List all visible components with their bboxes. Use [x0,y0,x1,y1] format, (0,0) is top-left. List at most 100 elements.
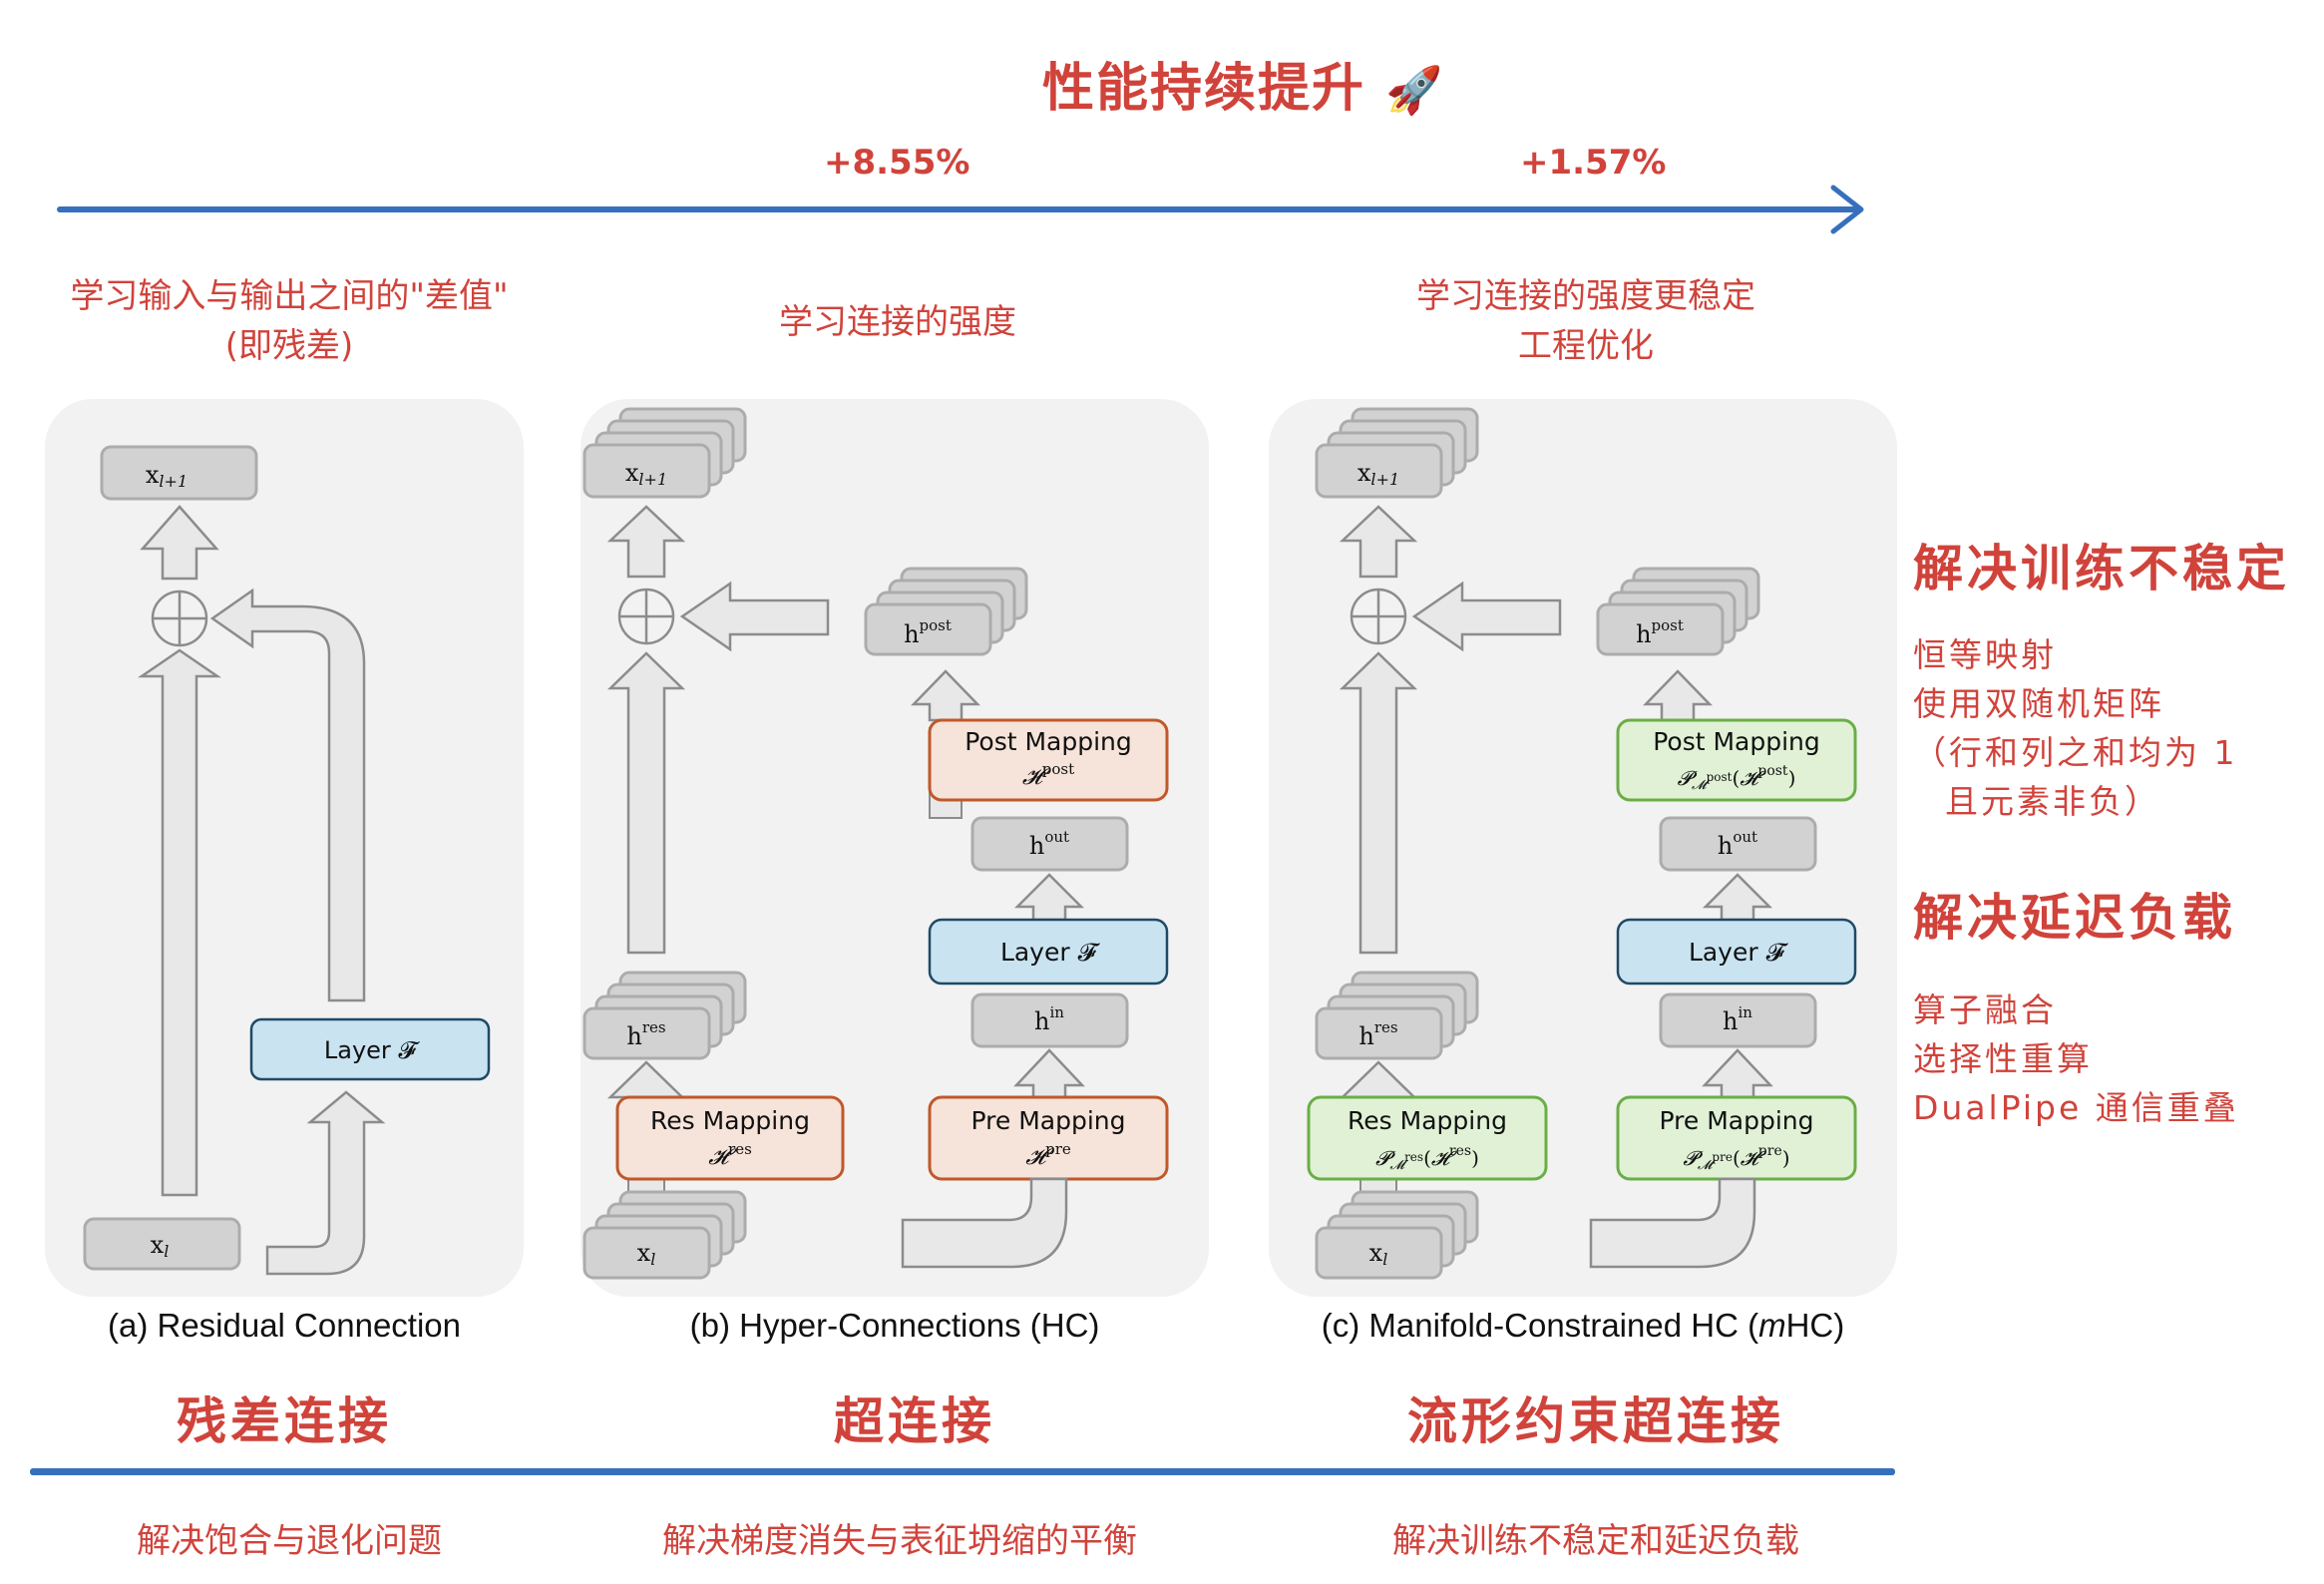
caption-hyper-connections: (b) Hyper-Connections (HC) [689,1307,1100,1344]
node-x-next-stack: xl+1 [582,407,747,499]
column-b-header: 学习连接的强度 [638,297,1157,347]
arrow-up-icon [1339,505,1418,579]
caption-residual: (a) Residual Connection [107,1307,462,1344]
svg-text:xl+1: xl+1 [1357,459,1399,489]
node-h-out: hout [970,816,1129,872]
identity-arrow-icon [137,648,222,1197]
layer-input-arrow-icon [265,1090,386,1276]
svg-text:xl: xl [637,1239,656,1269]
arrow-head-icon [1830,185,1864,234]
svg-text:𝓟𝓜res(𝓗res): 𝓟𝓜res(𝓗res) [1375,1143,1479,1173]
svg-text:Res Mapping: Res Mapping [1348,1106,1507,1135]
performance-title: 性能持续提升 🚀 [1042,46,1444,121]
svg-text:𝓗post: 𝓗post [1022,760,1074,790]
svg-text:hin: hin [1723,1003,1752,1035]
arrow-up-icon [1643,669,1713,722]
bottom-divider [30,1468,1895,1475]
svg-text:𝓟𝓜pre(𝓗pre): 𝓟𝓜pre(𝓗pre) [1683,1143,1789,1173]
side-list-stability: 恒等映射 使用双随机矩阵 （行和列之和均为 1 且元素非负） [1913,630,2322,826]
layer-box: Layer 𝓕 [928,918,1169,986]
svg-text:hpost: hpost [1636,616,1684,648]
side-heading-stability: 解决训练不稳定 [1913,540,2290,597]
pre-mapping-box: Pre Mapping 𝓟𝓜pre(𝓗pre) [1616,1095,1857,1181]
name-hyper-connections: 超连接 [834,1392,995,1450]
side-item: 恒等映射 [1913,635,2057,674]
rocket-icon: 🚀 [1385,63,1445,117]
svg-text:Post Mapping: Post Mapping [1653,727,1820,756]
arrow-left-icon [1411,581,1562,652]
node-h-in: hin [970,992,1129,1048]
svg-text:Layer 𝓕: Layer 𝓕 [324,1036,421,1064]
node-h-res-stack: hres [582,971,747,1060]
identity-arrow-icon [1339,651,1418,955]
layer-box: Layer 𝓕 [1616,918,1857,986]
identity-arrow-icon [606,651,686,955]
arrow-left-icon [679,581,830,652]
node-x-current-stack: xl [582,1190,747,1280]
svg-text:Pre Mapping: Pre Mapping [1660,1106,1814,1135]
sum-operator-icon [1350,588,1407,645]
node-h-post-stack: hpost [1596,567,1760,656]
column-c-header-line: 学习连接的强度更稳定 [1416,276,1755,316]
panel-residual [45,399,524,1297]
pre-input-arrow-icon [901,1177,1068,1269]
desc-residual: 解决饱合与退化问题 [137,1521,442,1561]
arrow-up-icon [1702,1048,1773,1099]
arrow-up-icon [1013,1048,1085,1099]
svg-text:Post Mapping: Post Mapping [965,727,1132,756]
caption-mhc: (c) Manifold-Constrained HC (mHC) [1269,1307,1897,1345]
side-item: （行和列之和均为 1 [1913,733,2238,772]
svg-text:hpost: hpost [904,616,952,648]
column-c-header-line: 工程优化 [1518,326,1654,366]
title-text: 性能持续提升 [1042,59,1366,119]
column-b-header-line: 学习连接的强度 [779,302,1016,342]
node-h-in: hin [1659,992,1817,1048]
arrow-up-icon [1702,873,1773,922]
side-item: DualPipe 通信重叠 [1913,1088,2239,1127]
svg-text:xl+1: xl+1 [625,459,667,489]
svg-text:Res Mapping: Res Mapping [650,1106,810,1135]
node-h-out: hout [1659,816,1817,872]
sum-operator-icon [151,590,208,647]
layer-box: Layer 𝓕 [249,1017,491,1081]
side-annotations: 解决训练不稳定 恒等映射 使用双随机矩阵 （行和列之和均为 1 且元素非负） 解… [1913,529,2322,1132]
caption-mhc-text: (c) Manifold-Constrained HC ( [1321,1307,1759,1344]
node-x-next: xl+1 [100,445,258,501]
caption-mhc-italic: m [1758,1307,1786,1344]
svg-text:hin: hin [1034,1003,1064,1035]
node-h-post-stack: hpost [864,567,1028,656]
residual-return-arrow-icon [209,588,366,1002]
svg-text:Layer 𝓕: Layer 𝓕 [1689,938,1789,967]
post-mapping-box: Post Mapping 𝓗post [928,718,1169,819]
column-a-header-line: (即残差) [224,326,354,366]
svg-text:hres: hres [626,1018,665,1050]
gain-label-hc: +8.55% [824,143,970,183]
side-list-latency: 算子融合 选择性重算 DualPipe 通信重叠 [1913,986,2322,1132]
column-c-header: 学习连接的强度更稳定 工程优化 [1317,271,1855,371]
res-mapping-box: Res Mapping 𝓟𝓜res(𝓗res) [1307,1095,1548,1211]
pre-mapping-box: Pre Mapping 𝓗pre [928,1095,1169,1181]
svg-text:hres: hres [1358,1018,1397,1050]
column-a-header-line: 学习输入与输出之间的"差值" [70,276,509,316]
side-item: 选择性重算 [1913,1039,2093,1078]
side-item: 使用双随机矩阵 [1913,684,2164,723]
desc-hyper-connections: 解决梯度消失与表征坍缩的平衡 [662,1521,1137,1561]
svg-text:hout: hout [1029,828,1069,860]
node-h-res-stack: hres [1315,971,1479,1060]
post-mapping-box: Post Mapping 𝓟𝓜post(𝓗post) [1616,718,1857,802]
side-heading-latency: 解决延迟负载 [1913,889,2236,947]
column-a-header: 学习输入与输出之间的"差值" (即残差) [20,271,559,371]
sum-operator-icon [617,588,675,645]
arrow-up-icon [911,669,980,722]
name-mhc: 流形约束超连接 [1407,1392,1784,1450]
mhc-diagram: xl+1 hpost Post Mapping 𝓟𝓜post(𝓗post) ho… [1307,407,1857,1280]
svg-text:hout: hout [1718,828,1757,860]
svg-text:Pre Mapping: Pre Mapping [971,1106,1126,1135]
residual-diagram: xl+1 Layer 𝓕 xl [83,445,491,1276]
arrow-up-icon [606,505,686,579]
pre-input-arrow-icon [1589,1177,1756,1269]
progress-arrow [57,185,1864,234]
node-x-next-stack: xl+1 [1315,407,1479,499]
arrow-up-icon [140,505,219,581]
hc-diagram: xl+1 hpost Post Mapping 𝓗post hout Layer… [582,407,1169,1280]
